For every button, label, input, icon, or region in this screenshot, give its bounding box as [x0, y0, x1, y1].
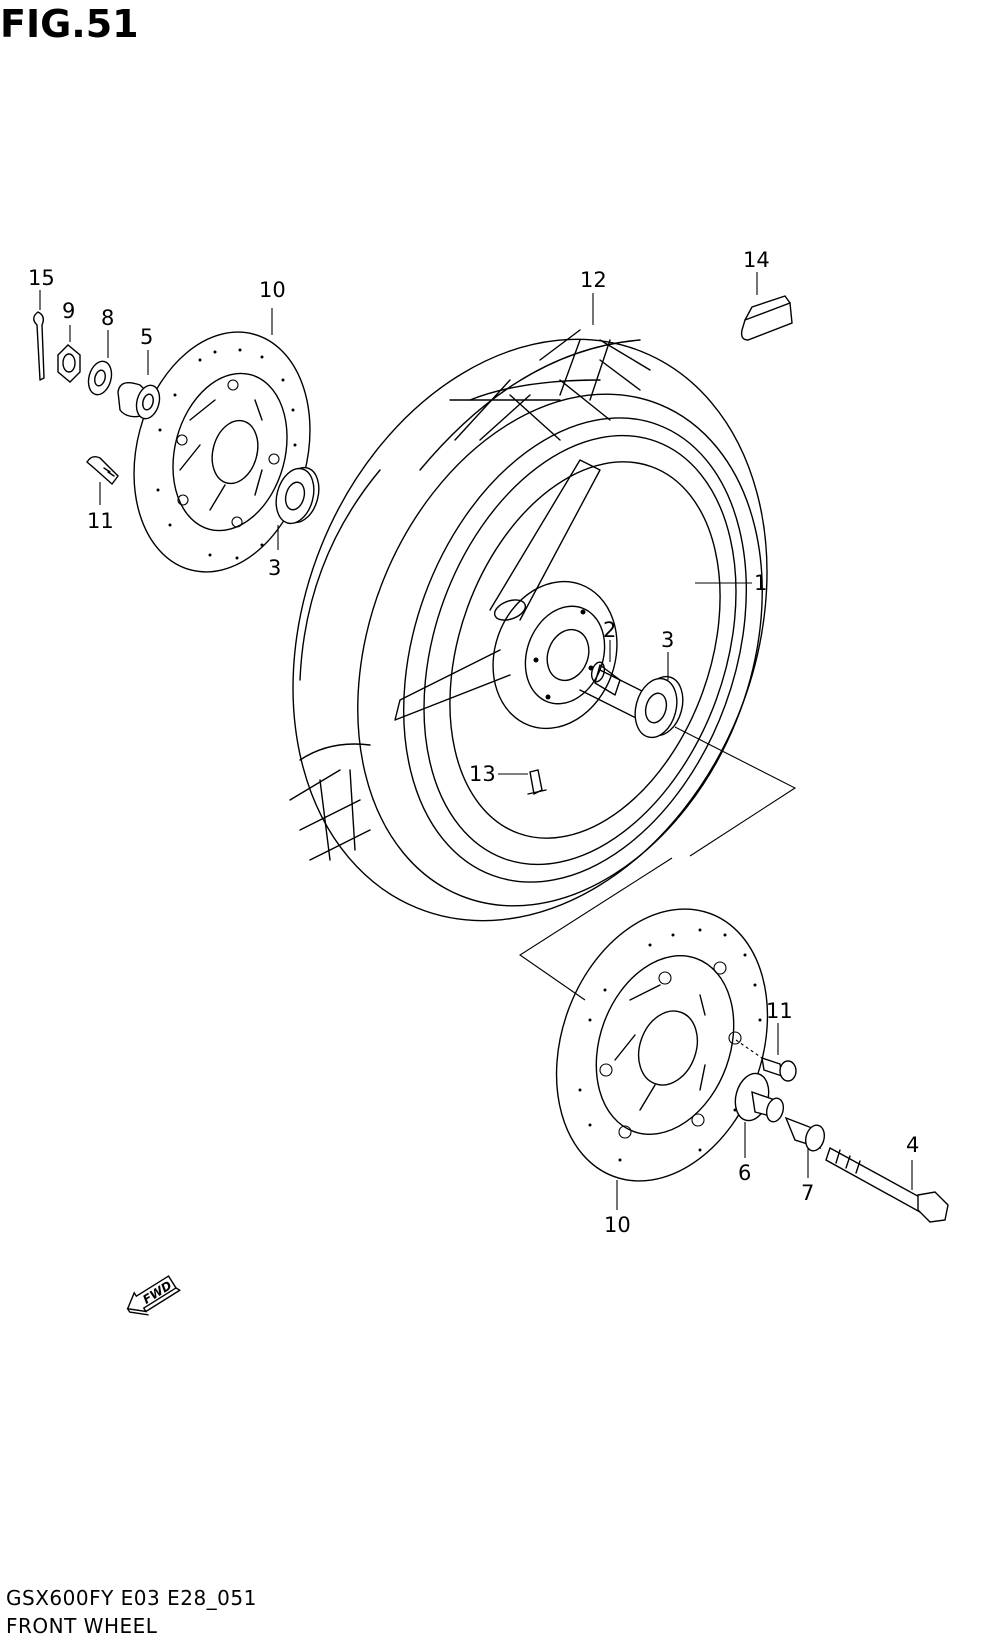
spacer	[590, 661, 621, 696]
callout-1: 1	[754, 571, 767, 595]
callout-11-bottom: 11	[766, 999, 793, 1023]
disc-bolt-bottom	[735, 1039, 797, 1082]
brake-disc-left	[133, 331, 311, 573]
castle-nut-9	[57, 344, 81, 383]
callout-7: 7	[801, 1181, 814, 1205]
axle-4	[825, 1146, 949, 1223]
brake-disc-right	[555, 908, 769, 1182]
guide-line	[674, 726, 797, 857]
callout-6: 6	[738, 1161, 751, 1185]
callout-4: 4	[906, 1133, 919, 1157]
callout-12: 12	[580, 268, 607, 292]
washer-8	[87, 360, 113, 396]
diagram-code: GSX600FY E03 E28_051	[6, 1586, 257, 1610]
callout-13: 13	[469, 762, 496, 786]
guide-line-lower	[519, 857, 673, 1001]
callout-10-bottom: 10	[604, 1213, 631, 1237]
callout-5: 5	[140, 325, 153, 349]
cotter-pin-15	[33, 311, 45, 381]
wheel-rim	[394, 417, 747, 883]
callout-15: 15	[28, 266, 55, 290]
figure-label: FIG.51	[0, 2, 139, 46]
callout-3-top: 3	[268, 556, 281, 580]
bearing-left	[275, 466, 320, 525]
disc-bolt-top	[86, 455, 119, 486]
callout-11-top: 11	[87, 509, 114, 533]
callout-2: 2	[603, 618, 616, 642]
collar-6	[734, 1072, 785, 1123]
callout-10-top: 10	[259, 278, 286, 302]
callout-8: 8	[101, 306, 114, 330]
spacer-7	[784, 1116, 826, 1152]
callout-3-right: 3	[661, 628, 674, 652]
callout-14: 14	[743, 248, 770, 272]
front-tire	[289, 329, 768, 922]
fwd-arrow-icon: FWD	[126, 1275, 181, 1316]
diagram-name: FRONT WHEEL	[6, 1614, 158, 1638]
valve-13	[527, 769, 547, 796]
collar-5	[117, 382, 161, 420]
balance-weight-14	[740, 295, 793, 341]
bearing-right	[634, 675, 684, 739]
callout-9: 9	[62, 299, 75, 323]
